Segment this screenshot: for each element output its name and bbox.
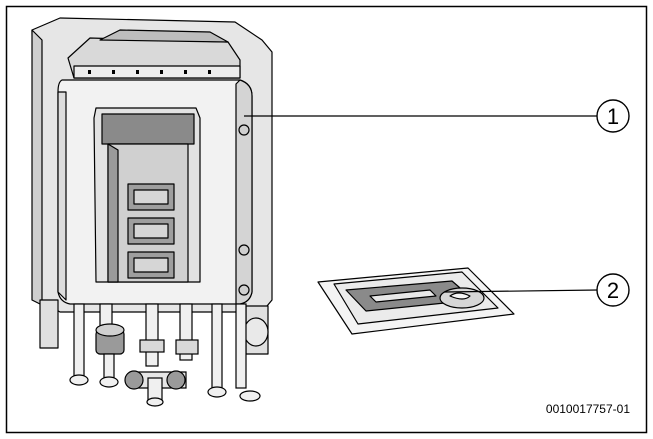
display-window bbox=[101, 113, 195, 145]
valve-outlet bbox=[147, 377, 163, 401]
fixing-screw-bottom bbox=[238, 284, 250, 296]
callout-1-circle bbox=[596, 99, 630, 133]
pipe-1 bbox=[73, 303, 85, 379]
pipe-3 bbox=[145, 303, 159, 367]
callout-2: 2 bbox=[596, 273, 630, 307]
casing-left-side bbox=[57, 91, 67, 301]
pump-cap bbox=[95, 323, 125, 337]
shut-off-valve-left bbox=[124, 370, 144, 390]
shut-off-valve-right bbox=[166, 370, 186, 390]
pipe-connections bbox=[69, 303, 261, 407]
callout-1-label: 1 bbox=[607, 104, 619, 129]
template-cutout bbox=[369, 289, 437, 303]
connector-pins bbox=[88, 70, 211, 74]
figure-reference-code: 0010017757-01 bbox=[546, 402, 630, 416]
grille-slot-2-inner bbox=[133, 223, 169, 239]
pipe-6 bbox=[235, 303, 247, 389]
pipe-5-nut bbox=[207, 386, 227, 398]
pipe-6-nut bbox=[239, 390, 261, 402]
bag-small-parts-detail bbox=[449, 292, 471, 300]
grille-slot-1-inner bbox=[133, 189, 169, 205]
frame-leg-left bbox=[39, 299, 59, 349]
pipe-5 bbox=[211, 303, 223, 391]
pipe-1-nut bbox=[69, 374, 89, 386]
pipe-2-lower bbox=[103, 353, 115, 381]
valve-outlet-nut bbox=[146, 397, 164, 407]
boiler-unit bbox=[31, 17, 273, 355]
top-cover bbox=[99, 29, 229, 43]
casing-right-side bbox=[235, 79, 253, 305]
accessory-bag bbox=[317, 267, 515, 335]
connector-strip bbox=[73, 65, 241, 79]
frame-leg-right-boss bbox=[243, 317, 269, 347]
grille-slot-3-inner bbox=[133, 257, 169, 273]
frame-left-edge bbox=[31, 29, 43, 306]
pipe-2-nut bbox=[99, 376, 119, 388]
fixing-screw-middle bbox=[238, 244, 250, 256]
callout-2-circle bbox=[596, 273, 630, 307]
callout-1: 1 bbox=[596, 99, 630, 133]
callout-2-label: 2 bbox=[607, 278, 619, 303]
recess-shadow bbox=[107, 143, 119, 283]
callout-2-leader bbox=[443, 289, 599, 293]
pipe-3-fitting bbox=[139, 339, 165, 353]
fixing-screw-top bbox=[238, 124, 250, 136]
pipe-4-fitting bbox=[175, 339, 199, 355]
